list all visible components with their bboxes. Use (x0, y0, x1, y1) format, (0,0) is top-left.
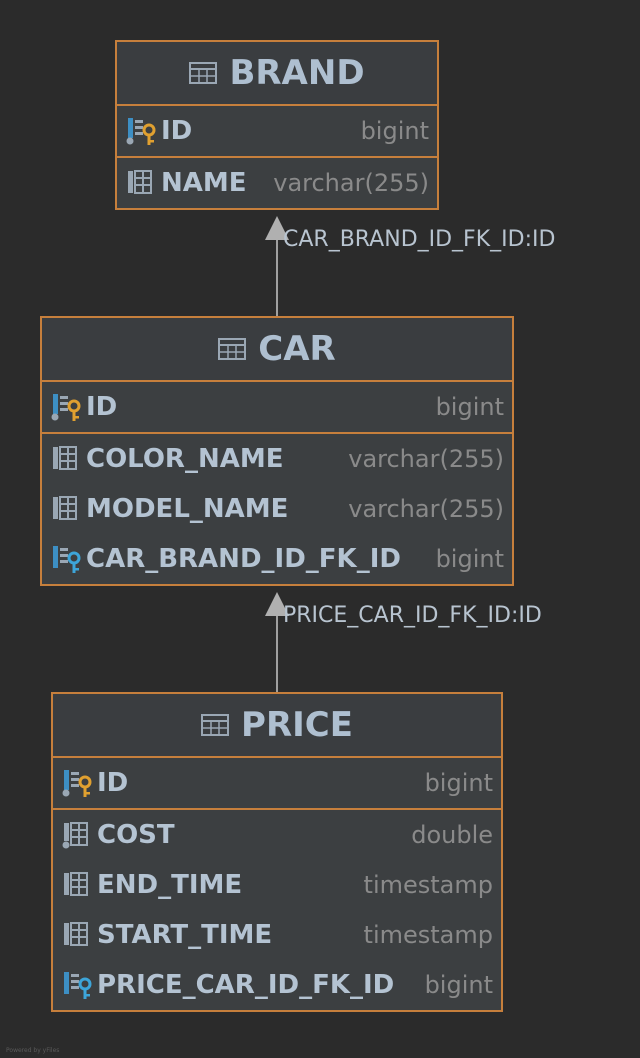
primary-key-column-icon (126, 118, 156, 145)
foreign-key-column-icon (53, 546, 81, 573)
table-car[interactable]: CAR ID bigint COLOR_NAME varchar(255) (40, 316, 514, 586)
column-name: CAR_BRAND_ID_FK_ID (86, 544, 401, 574)
column-type: timestamp (363, 921, 493, 949)
foreign-key-column-icon (64, 972, 92, 999)
column-type: bigint (435, 545, 504, 573)
column-icon (128, 170, 152, 194)
column-type: double (411, 821, 493, 849)
table-brand[interactable]: BRAND ID bigint NAME varchar(255) (115, 40, 439, 210)
primary-key-column-icon (62, 770, 92, 797)
table-icon (189, 62, 218, 84)
column-name: COST (97, 820, 175, 850)
column-row-fk[interactable]: CAR_BRAND_ID_FK_ID bigint (42, 534, 512, 584)
column-name: MODEL_NAME (86, 494, 289, 524)
table-icon (201, 714, 230, 736)
column-row-pk[interactable]: ID bigint (53, 758, 501, 808)
column-row-fk[interactable]: PRICE_CAR_ID_FK_ID bigint (53, 960, 501, 1010)
column-icon (53, 446, 77, 470)
column-type: timestamp (363, 871, 493, 899)
column-row[interactable]: MODEL_NAME varchar(255) (42, 484, 512, 534)
column-name: ID (97, 768, 129, 798)
column-name: ID (161, 116, 193, 146)
column-name: ID (86, 392, 118, 422)
table-price[interactable]: PRICE ID bigint COST double (51, 692, 503, 1012)
column-type: varchar(255) (348, 495, 504, 523)
column-row-pk[interactable]: ID bigint (117, 106, 437, 156)
arrowhead-icon (265, 592, 289, 616)
primary-key-column-icon (51, 394, 81, 421)
relation-car-brand (265, 216, 289, 316)
column-row[interactable]: START_TIME timestamp (53, 910, 501, 960)
table-header[interactable]: BRAND (117, 42, 437, 106)
column-row[interactable]: COLOR_NAME varchar(255) (42, 434, 512, 484)
column-type: bigint (435, 393, 504, 421)
column-name: START_TIME (97, 920, 273, 950)
arrowhead-icon (265, 216, 289, 240)
column-icon (64, 922, 88, 946)
column-icon (64, 872, 88, 896)
column-icon (53, 496, 77, 520)
column-type: varchar(255) (273, 169, 429, 197)
column-row-pk[interactable]: ID bigint (42, 382, 512, 432)
table-name: CAR (258, 329, 336, 369)
table-name: BRAND (229, 53, 365, 93)
relation-label-price-car: PRICE_CAR_ID_FK_ID:ID (283, 603, 542, 628)
column-row[interactable]: END_TIME timestamp (53, 860, 501, 910)
table-header[interactable]: PRICE (53, 694, 501, 758)
column-type: bigint (424, 769, 493, 797)
table-header[interactable]: CAR (42, 318, 512, 382)
column-name: PRICE_CAR_ID_FK_ID (97, 970, 395, 1000)
relation-label-car-brand: CAR_BRAND_ID_FK_ID:ID (283, 227, 556, 252)
table-name: PRICE (241, 705, 353, 745)
column-name: COLOR_NAME (86, 444, 284, 474)
column-type: varchar(255) (348, 445, 504, 473)
relation-price-car (265, 592, 289, 692)
table-icon (218, 338, 247, 360)
column-name: NAME (161, 168, 247, 198)
column-row[interactable]: NAME varchar(255) (117, 158, 437, 208)
column-name: END_TIME (97, 870, 243, 900)
column-type: bigint (360, 117, 429, 145)
column-type: bigint (424, 971, 493, 999)
powered-by-footer: Powered by yFiles (6, 1047, 60, 1054)
column-row[interactable]: COST double (53, 810, 501, 860)
not-null-column-icon (62, 822, 88, 849)
